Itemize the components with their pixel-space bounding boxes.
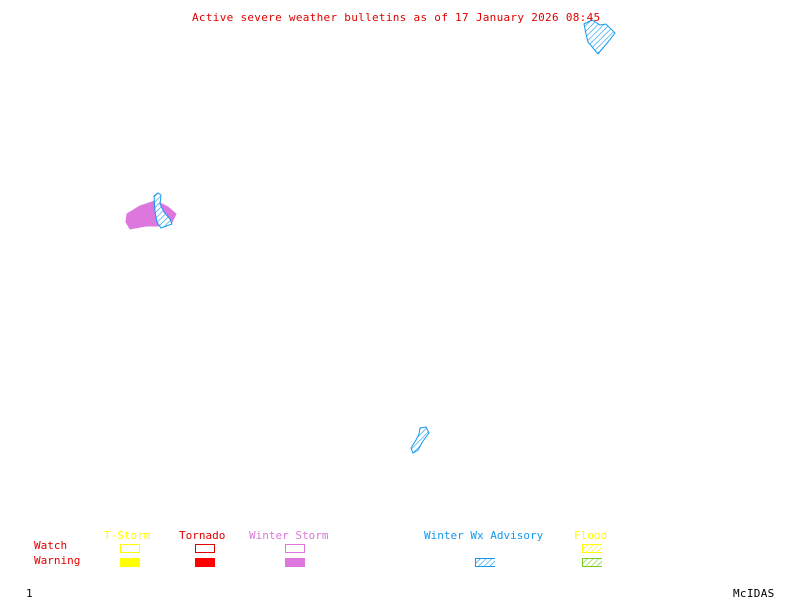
- legend-header-winter-advisory: Winter Wx Advisory: [424, 529, 544, 542]
- swatch-tornado-warning: [195, 558, 215, 567]
- swatch-winter-storm-warning: [285, 558, 305, 567]
- advisory-area-left: [153, 192, 173, 229]
- legend-header-flood: Flood: [574, 529, 608, 542]
- swatch-tstorm-watch: [120, 544, 140, 553]
- swatch-flood-warning: [582, 558, 602, 567]
- legend-row-watch: Watch: [34, 539, 68, 552]
- legend-row-warning: Warning: [34, 554, 81, 567]
- advisory-area-center: [410, 426, 430, 454]
- advisory-area-top-right: [583, 19, 616, 55]
- bulletin-title: Active severe weather bulletins as of 17…: [192, 11, 601, 24]
- swatch-flood-watch: [582, 544, 602, 553]
- software-label: McIDAS: [733, 587, 775, 600]
- frame-number: 1: [26, 587, 33, 600]
- legend-header-tstorm: T-Storm: [104, 529, 151, 542]
- legend-header-tornado: Tornado: [179, 529, 226, 542]
- swatch-tornado-watch: [195, 544, 215, 553]
- swatch-winter-advisory: [475, 558, 495, 567]
- swatch-tstorm-warning: [120, 558, 140, 567]
- swatch-winter-storm-watch: [285, 544, 305, 553]
- legend-header-winter-storm: Winter Storm: [249, 529, 329, 542]
